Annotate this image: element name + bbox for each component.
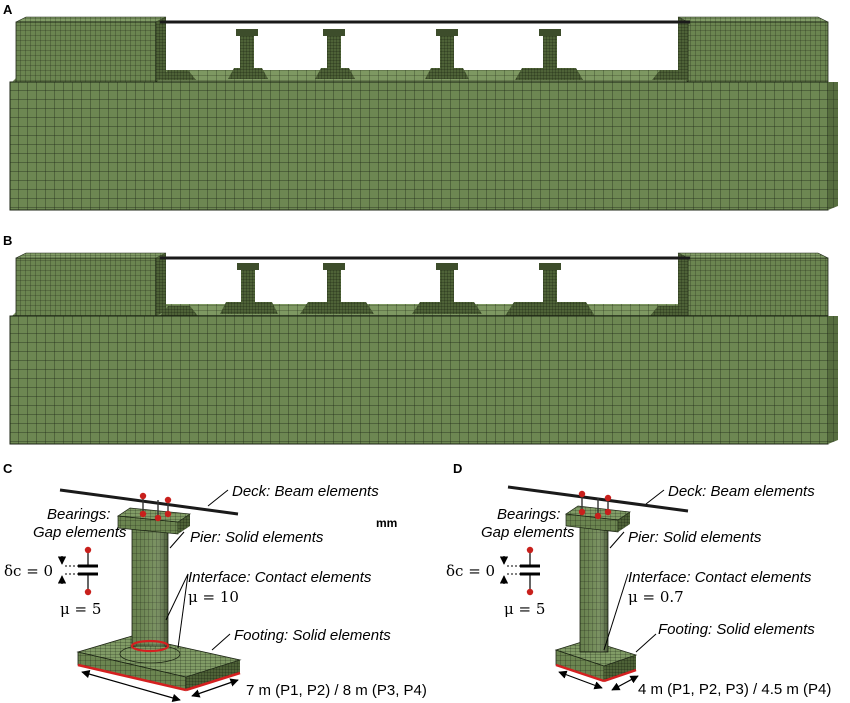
label-interface-d: Interface: Contact elements xyxy=(628,569,812,586)
label-mu-interface-c: μ = 10 xyxy=(188,588,239,606)
gap-element-symbol xyxy=(499,546,540,596)
footing xyxy=(76,635,242,678)
panel-label-a: A xyxy=(3,2,13,17)
footing xyxy=(554,639,638,667)
label-gap-elements-d: Gap elements xyxy=(481,524,575,541)
label-footing-d: Footing: Solid elements xyxy=(658,621,815,638)
panel-d-pier-model xyxy=(499,485,689,691)
footing-width-arrow xyxy=(81,670,181,702)
label-mu-bearing-d: μ = 5 xyxy=(504,600,545,618)
label-interface-c: Interface: Contact elements xyxy=(188,569,372,586)
footing-depth-arrow xyxy=(191,678,239,698)
label-footing-c: Footing: Solid elements xyxy=(234,627,391,644)
gap-element-symbol xyxy=(57,546,98,596)
label-bearings-d: Bearings: xyxy=(497,506,560,523)
bearings xyxy=(139,492,172,522)
label-pier-c: Pier: Solid elements xyxy=(190,529,324,546)
panel-a-model xyxy=(9,16,838,211)
abutment-left xyxy=(15,257,157,317)
abutment-right xyxy=(687,257,829,317)
panel-label-b: B xyxy=(3,233,12,248)
label-gap-c: δc = 0 xyxy=(4,562,53,580)
label-deck-d: Deck: Beam elements xyxy=(668,483,815,500)
piers-a xyxy=(160,29,688,80)
leader-lines xyxy=(603,489,665,653)
panel-label-c: C xyxy=(3,461,13,476)
interface-ring xyxy=(130,639,170,653)
panel-c-pier-model xyxy=(57,488,242,702)
label-mu-bearing-c: μ = 5 xyxy=(60,600,101,618)
label-bearings-c: Bearings: xyxy=(47,506,110,523)
label-gap-elements-c: Gap elements xyxy=(33,524,127,541)
base-top xyxy=(12,70,826,82)
label-mu-interface-d: μ = 0.7 xyxy=(628,588,684,606)
bearings xyxy=(578,490,612,520)
abutment-left xyxy=(15,21,157,83)
label-deck-c: Deck: Beam elements xyxy=(232,483,379,500)
footing-width-arrow xyxy=(558,670,603,690)
panel-b-model xyxy=(9,252,838,445)
base-front xyxy=(9,81,829,211)
piers-b xyxy=(160,263,688,316)
leader-lines xyxy=(165,489,231,651)
panel-label-d: D xyxy=(453,461,462,476)
unit-label: mm xyxy=(376,516,397,530)
base-front xyxy=(9,315,829,445)
label-footing-size-c: 7 m (P1, P2) / 8 m (P3, P4) xyxy=(246,682,427,699)
abutment-right xyxy=(687,21,829,83)
footing-depth-arrow xyxy=(611,675,639,691)
label-footing-size-d: 4 m (P1, P2, P3) / 4.5 m (P4) xyxy=(638,681,831,698)
deck-beam xyxy=(59,488,239,516)
label-gap-d: δc = 0 xyxy=(446,562,495,580)
label-pier-d: Pier: Solid elements xyxy=(628,529,762,546)
